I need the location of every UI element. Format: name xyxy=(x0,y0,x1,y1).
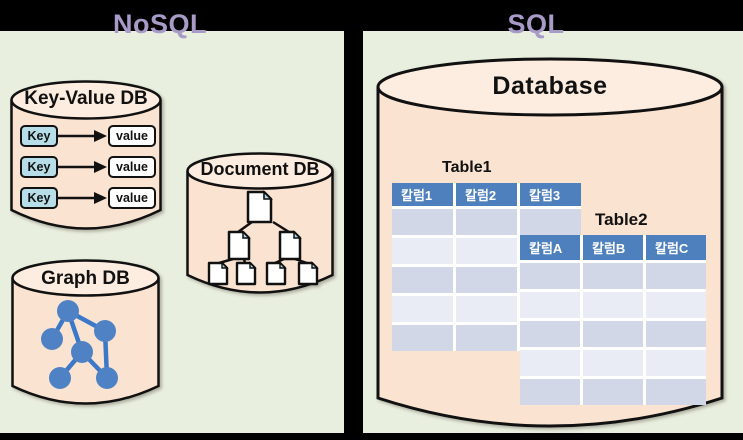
table-empty-row xyxy=(520,379,706,405)
table-empty-cell xyxy=(520,379,580,405)
table-empty-cell xyxy=(583,263,643,289)
document-page-icons xyxy=(207,190,319,286)
table-empty-cell xyxy=(646,263,706,289)
right-arrow-icon xyxy=(58,192,107,204)
table-empty-cell xyxy=(520,292,580,318)
table-empty-cell xyxy=(392,238,453,264)
key-box: Key xyxy=(20,125,58,147)
table-empty-cell xyxy=(646,379,706,405)
key-box: Key xyxy=(20,187,58,209)
table1-column-header: 칼럼2 xyxy=(456,183,517,206)
table-empty-row xyxy=(520,263,706,289)
value-box: value xyxy=(108,187,156,209)
table2-body xyxy=(520,263,706,405)
key-value-db-title: Key-Value DB xyxy=(24,88,148,109)
table-empty-row xyxy=(520,350,706,376)
table-empty-row xyxy=(520,292,706,318)
table2-column-header: 칼럼C xyxy=(646,235,706,260)
table-empty-row xyxy=(520,321,706,347)
table2-column-header: 칼럼A xyxy=(520,235,580,260)
value-box: value xyxy=(108,156,156,178)
table1-label: Table1 xyxy=(442,159,492,176)
table-empty-cell xyxy=(646,350,706,376)
table-empty-cell xyxy=(646,292,706,318)
key-value-db: Key-Value DB Key value Key value Key val… xyxy=(10,80,162,230)
right-arrow-icon xyxy=(58,161,107,173)
nosql-title: NoSQL xyxy=(113,9,207,39)
database-cylinder-icon xyxy=(11,259,160,405)
graph-node-icon xyxy=(71,341,93,363)
document-page-icon xyxy=(227,230,251,261)
key-value-pair: Key value xyxy=(20,125,158,147)
table-empty-cell xyxy=(520,209,581,235)
document-db: Document DB xyxy=(186,152,334,294)
database-title: Database xyxy=(492,72,608,100)
table-empty-row xyxy=(392,209,581,235)
table-empty-cell xyxy=(456,238,517,264)
table-empty-cell xyxy=(456,325,517,351)
document-page-icon xyxy=(297,261,319,286)
right-arrow-icon xyxy=(58,130,107,142)
table-empty-cell xyxy=(456,209,517,235)
key-box: Key xyxy=(20,156,58,178)
table-empty-cell xyxy=(583,321,643,347)
document-page-icon xyxy=(246,190,273,224)
table-empty-cell xyxy=(456,267,517,293)
table-empty-cell xyxy=(392,325,453,351)
key-value-pair: Key value xyxy=(20,156,158,178)
document-page-icon xyxy=(278,230,302,261)
database-cylinder-icon xyxy=(186,152,334,294)
sql-title: SQL xyxy=(507,9,565,39)
table-empty-cell xyxy=(456,296,517,322)
table2-label: Table2 xyxy=(595,210,648,229)
table-empty-cell xyxy=(392,209,453,235)
value-box: value xyxy=(108,125,156,147)
table-empty-cell xyxy=(583,379,643,405)
graph-node-icon xyxy=(94,320,116,342)
graph-db-title: Graph DB xyxy=(41,268,130,289)
table-empty-cell xyxy=(520,263,580,289)
table-empty-cell xyxy=(392,267,453,293)
table-empty-cell xyxy=(646,321,706,347)
graph-node-icon xyxy=(57,300,79,322)
table2-column-header: 칼럼B xyxy=(583,235,643,260)
graph-node-icon xyxy=(96,367,118,389)
document-db-title: Document DB xyxy=(200,159,320,179)
table2-header-row: 칼럼A 칼럼B 칼럼C xyxy=(520,235,706,260)
graph-network-icon xyxy=(41,300,118,389)
document-page-icon xyxy=(207,261,229,286)
graph-node-icon xyxy=(49,367,71,389)
table-empty-cell xyxy=(520,350,580,376)
table1-column-header: 칼럼1 xyxy=(392,183,453,206)
table-empty-cell xyxy=(520,321,580,347)
table1-column-header: 칼럼3 xyxy=(520,183,581,206)
graph-db: Graph DB xyxy=(11,259,160,405)
key-value-pair: Key value xyxy=(20,187,158,209)
table-empty-cell xyxy=(392,296,453,322)
table2: 칼럼A 칼럼B 칼럼C xyxy=(520,235,706,405)
document-page-icon xyxy=(235,261,257,286)
table-empty-cell xyxy=(583,292,643,318)
graph-node-icon xyxy=(41,328,63,350)
document-page-icon xyxy=(265,261,287,286)
table1-header-row: 칼럼1 칼럼2 칼럼3 xyxy=(392,183,581,206)
table-empty-cell xyxy=(583,350,643,376)
